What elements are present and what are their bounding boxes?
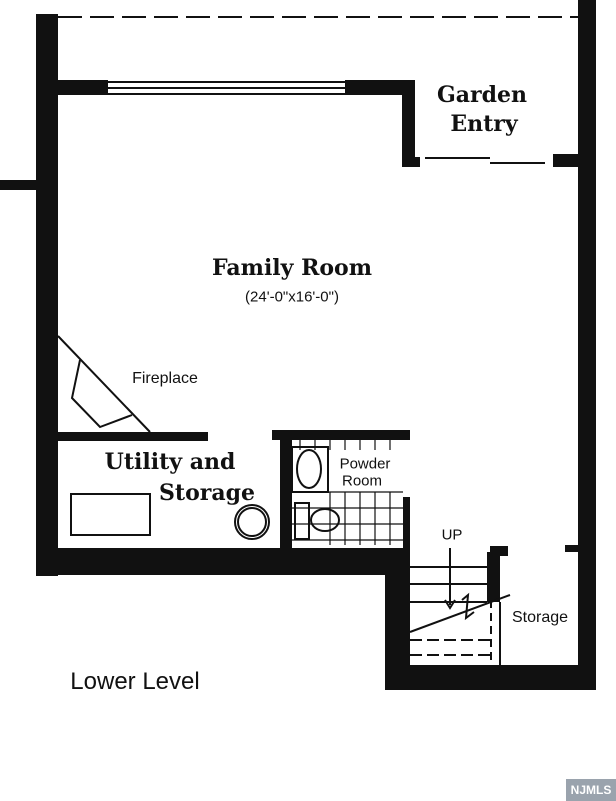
powder-room-label-2: Room [341,472,383,490]
powder-room-label-1: Powder [339,455,391,473]
fireplace-label: Fireplace [132,370,198,387]
family-room-label: Family Room [211,255,373,281]
garden-entry-label-1: Garden [436,82,528,108]
watermark-badge: NJMLS [566,779,616,801]
stairs-up-label: UP [441,526,463,544]
garden-entry-label-2: Entry [450,111,518,137]
utility-label-2: Storage [159,480,255,506]
storage-label: Storage [511,609,569,626]
walls [0,0,596,690]
linework [57,16,578,665]
utility-label-1: Utility and [104,449,236,475]
level-title: Lower Level [70,668,200,695]
family-room-dimensions: (24'-0"x16'-0") [245,288,339,306]
